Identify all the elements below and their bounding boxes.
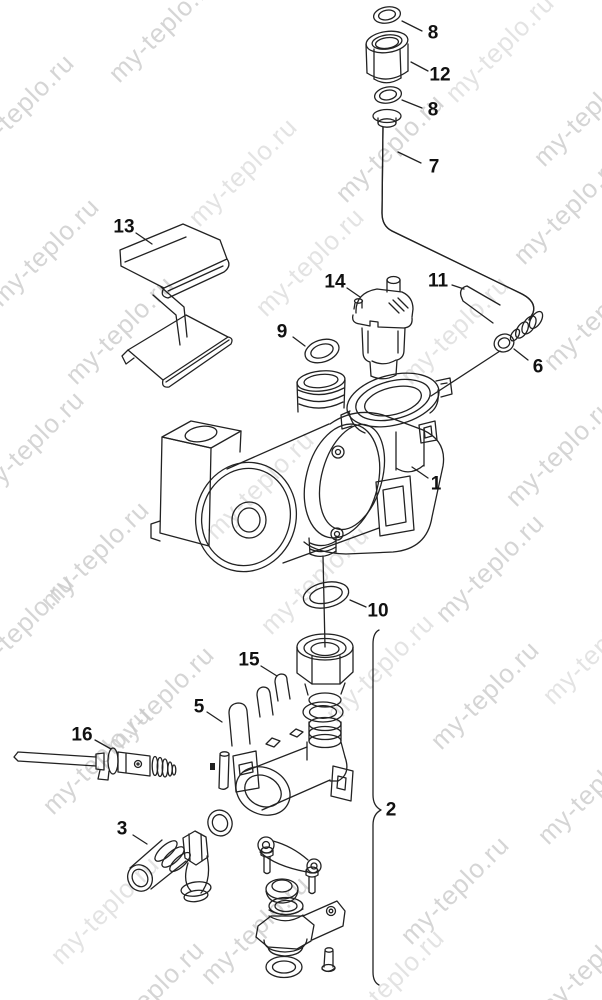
part-9-oring-drawing <box>304 338 340 364</box>
part-10-oring-drawing <box>302 581 350 609</box>
callout-9: 9 <box>276 321 288 343</box>
callout-5: 5 <box>193 696 205 718</box>
part-8-washer-mid-drawing <box>373 86 403 104</box>
part-15-clips-drawing <box>256 673 291 718</box>
callout-15: 15 <box>238 649 260 671</box>
bottom-flange-assembly-drawing <box>255 836 346 979</box>
callout-10: 10 <box>367 600 389 622</box>
callout-8-mid: 8 <box>427 99 439 121</box>
part-8-washer-top-drawing <box>372 6 402 24</box>
part-6-oring-drawing <box>493 333 515 353</box>
part-16-sensor-drawing <box>13 747 177 781</box>
callout-3: 3 <box>116 818 128 840</box>
callout-1: 1 <box>430 473 442 495</box>
leader-lines <box>94 20 529 845</box>
callout-11: 11 <box>427 270 449 292</box>
callout-7: 7 <box>428 156 440 178</box>
part-13-spring-clip-drawing <box>119 223 233 388</box>
valve-side-oring-drawing <box>207 809 233 837</box>
callout-2: 2 <box>385 799 397 821</box>
part-12-nut-drawing <box>365 30 409 84</box>
part-11-clip-drawing <box>459 285 501 324</box>
callout-16: 16 <box>71 724 93 746</box>
callout-12: 12 <box>429 64 451 86</box>
elbow-assembly-drawing <box>210 633 354 816</box>
assembly-lines <box>322 350 501 648</box>
part-14-air-vent-drawing <box>352 275 414 380</box>
part-7-pipe-drawing <box>372 108 544 342</box>
part-1-pump-drawing <box>150 370 453 573</box>
callout-13: 13 <box>113 216 135 238</box>
callout-14: 14 <box>324 271 346 293</box>
part-5-clip-drawing <box>228 702 251 747</box>
part-3-valve-drawing <box>127 830 212 903</box>
callout-6: 6 <box>532 356 544 378</box>
group-2-brace <box>372 629 382 986</box>
callout-8-top: 8 <box>427 22 439 44</box>
